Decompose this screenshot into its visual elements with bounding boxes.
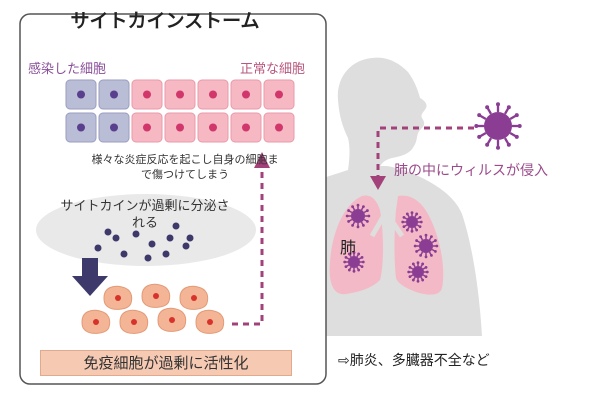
cytokine-dot [172,222,180,230]
lung-virus-icon [413,233,439,259]
cytokine-dot [148,240,156,248]
infected-cell [98,79,130,110]
infected-cell-label: 感染した細胞 [28,62,107,77]
cytokine-dot [132,230,140,238]
normal-cell [230,112,262,143]
cytokine-dot [162,250,170,258]
lung-virus-icon [401,211,423,233]
infected-cell [65,79,97,110]
invading-virus-icon [474,102,522,150]
virus-entry-arrowhead [370,176,386,190]
cytokine-dot [144,254,152,262]
normal-cell [197,112,229,143]
cytokine-cloud [36,194,256,266]
virus-entry-label: 肺の中にウィルスが侵入 [394,163,548,179]
immune-cell [141,283,171,308]
normal-cell-label: 正常な細胞 [240,62,306,77]
immune-cell [103,285,133,310]
bronchi [369,180,405,238]
inflammation-arrowhead [254,152,270,168]
left-lung [329,195,383,295]
normal-cell [230,79,262,110]
infected-cell [65,112,97,143]
cytokine-dot [166,234,174,242]
immune-activation-label: 免疫細胞が過剰に活性化 [40,350,292,376]
normal-cell [131,79,163,110]
cytokine-dot [94,244,102,252]
outcome-label: ⇨肺炎、多臓器不全など [338,353,490,369]
panel-title: サイトカインストーム [70,10,260,32]
cytokine-dot [112,234,120,242]
lung-virus-icon [345,203,371,229]
immune-cell [179,285,209,310]
normal-cell [164,112,196,143]
lung-virus-icon [407,261,429,283]
cytokine-dot [104,228,112,236]
normal-cell [263,79,295,110]
cytokine-dot [186,234,194,242]
immune-cell [195,309,225,334]
normal-cell [197,79,229,110]
normal-cell [263,112,295,143]
inflammation-arrow [232,168,264,326]
lung-virus-icon [343,251,365,273]
normal-cell [131,112,163,143]
cytokine-dot [120,250,128,258]
immune-cell [81,309,111,334]
inflammation-note: 様々な炎症反応を起こし自身の細胞まで傷つけてしまう [91,153,279,181]
cytokine-dot [182,242,190,250]
immune-cell [157,307,187,332]
down-arrow [72,258,108,296]
cytokine-note: サイトカインが過剰に分泌される [60,199,230,231]
immune-cell [119,309,149,334]
head-silhouette [337,57,427,172]
lung-label: 肺 [340,238,357,257]
infected-cell [98,112,130,143]
normal-cell [164,79,196,110]
